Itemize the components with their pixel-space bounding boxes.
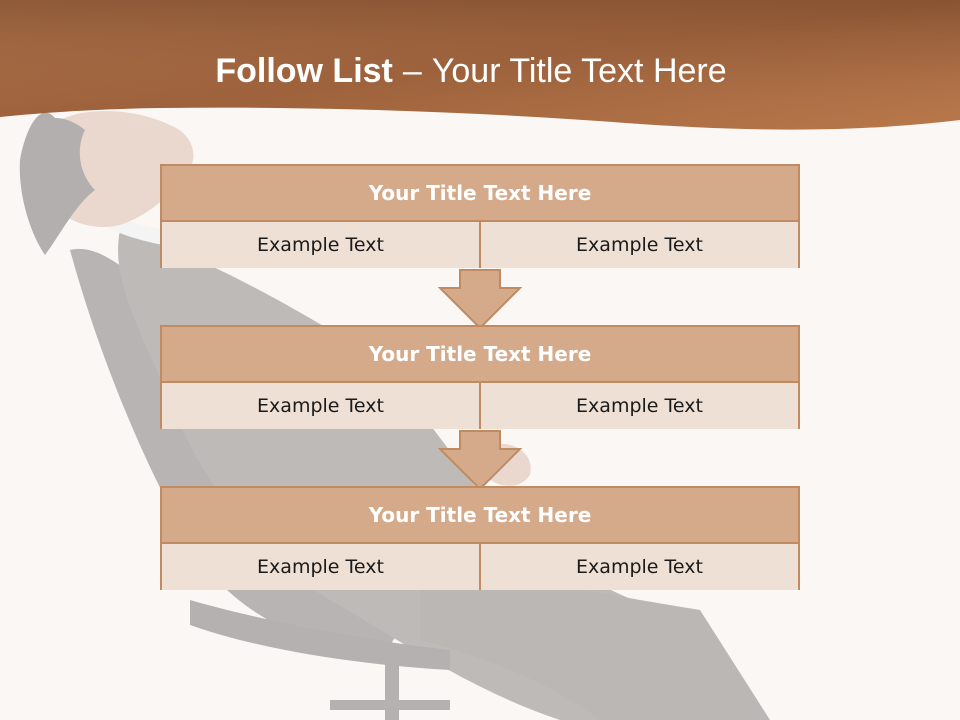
- slide-title-separator: –: [402, 52, 422, 90]
- header-banner: [0, 0, 960, 130]
- block-title: Your Title Text Here: [162, 488, 798, 544]
- block-title: Your Title Text Here: [162, 166, 798, 222]
- block-row: Example Text Example Text: [162, 222, 798, 268]
- down-arrow-icon: [438, 430, 522, 491]
- list-block-1: Your Title Text Here Example Text Exampl…: [160, 164, 800, 268]
- block-cell-right: Example Text: [479, 222, 798, 268]
- slide-title-sub: Your Title Text Here: [431, 52, 727, 90]
- block-cell-left: Example Text: [162, 544, 479, 590]
- slide-title: Follow List–Your Title Text Here: [0, 52, 942, 91]
- block-row: Example Text Example Text: [162, 544, 798, 590]
- block-cell-left: Example Text: [162, 383, 479, 429]
- slide-title-main: Follow List: [215, 52, 393, 90]
- block-cell-left: Example Text: [162, 222, 479, 268]
- block-cell-right: Example Text: [479, 383, 798, 429]
- list-block-2: Your Title Text Here Example Text Exampl…: [160, 325, 800, 429]
- block-title: Your Title Text Here: [162, 327, 798, 383]
- block-row: Example Text Example Text: [162, 383, 798, 429]
- block-cell-right: Example Text: [479, 544, 798, 590]
- down-arrow-icon: [438, 269, 522, 330]
- list-block-3: Your Title Text Here Example Text Exampl…: [160, 486, 800, 590]
